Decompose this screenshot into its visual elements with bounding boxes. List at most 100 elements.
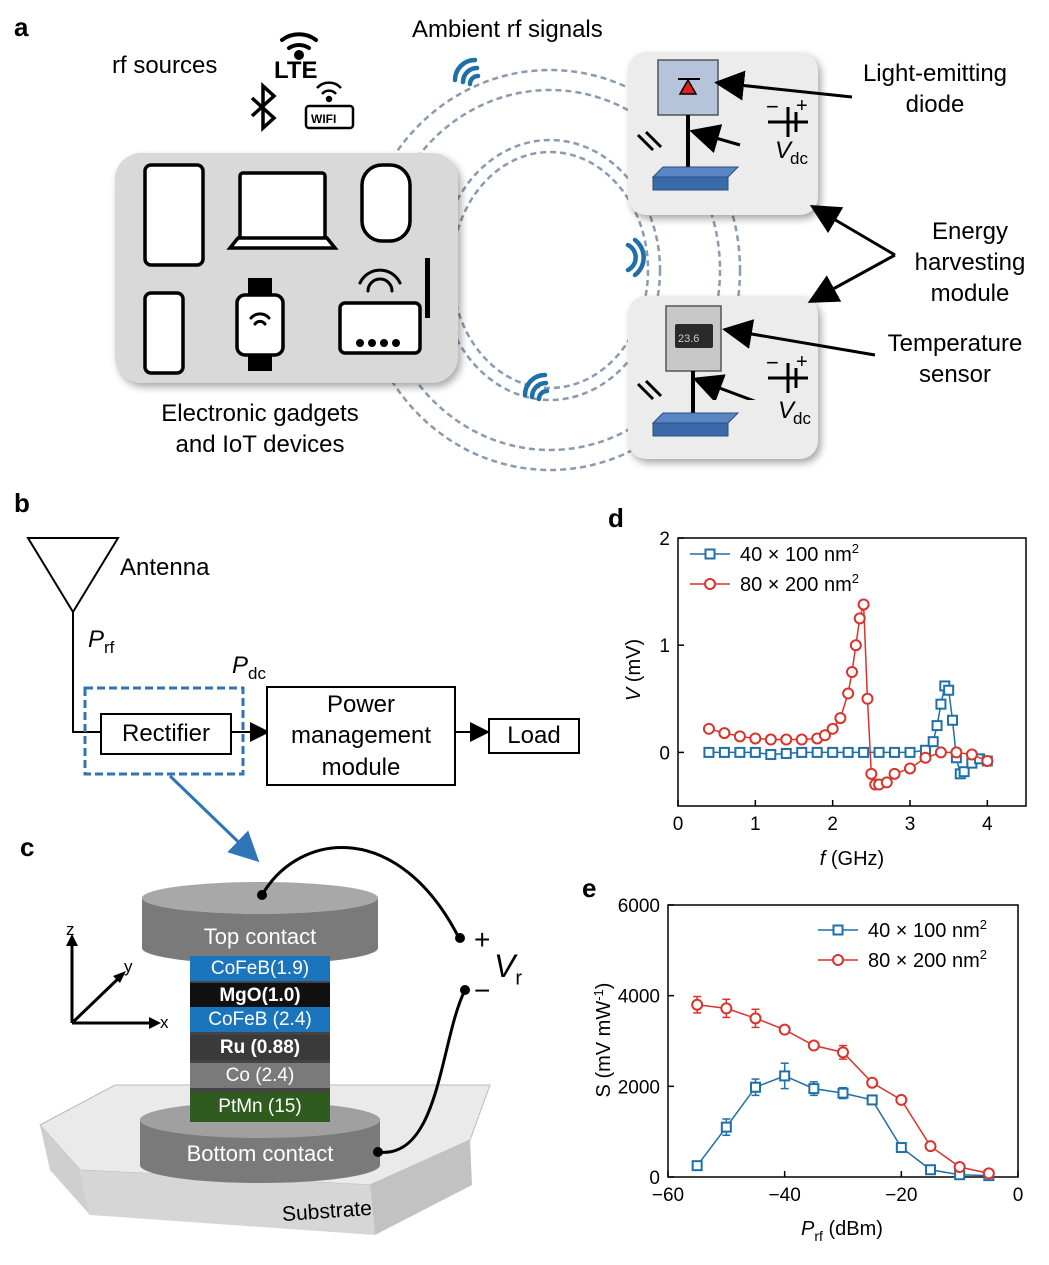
lte-text: LTE (274, 57, 318, 84)
svg-text:V: V (775, 137, 793, 164)
data-point (958, 766, 970, 778)
svg-text:V: V (778, 397, 796, 424)
svg-text:z: z (66, 920, 75, 939)
data-point (795, 733, 808, 746)
pdc-label: Pdc (232, 652, 266, 683)
data-point (895, 1093, 908, 1106)
data-point (842, 687, 855, 700)
data-point (865, 767, 878, 780)
legend-label: 40 × 100 nm2 (868, 917, 987, 942)
data-point (749, 746, 761, 758)
data-point (849, 639, 862, 652)
antenna-label: Antenna (120, 554, 210, 581)
wifi-text: WIFI (311, 112, 336, 126)
data-point (858, 746, 870, 758)
layer-0: CoFeB(1.9) (190, 956, 330, 981)
data-point (880, 776, 893, 789)
data-point (947, 714, 959, 726)
data-point (834, 712, 847, 725)
top-contact-label: Top contact (203, 924, 317, 949)
panel-label-d: d (608, 503, 624, 533)
data-point (796, 746, 808, 758)
panel-label-c: c (20, 832, 35, 862)
rf-sources-label: rf sources (112, 52, 218, 79)
data-point (780, 733, 793, 746)
y-tick-label: 0 (649, 1168, 660, 1189)
data-point (733, 730, 746, 743)
legend-label: 80 × 200 nm2 (868, 947, 987, 972)
data-point (950, 746, 963, 759)
tablet-icon (143, 163, 205, 267)
data-point (779, 1070, 791, 1082)
data-point (935, 698, 947, 710)
data-point (889, 746, 901, 758)
gadget-icons (143, 163, 430, 375)
data-point (718, 727, 731, 740)
data-point (943, 684, 955, 696)
data-point (919, 751, 932, 764)
data-point (837, 1046, 849, 1059)
data-point (808, 1083, 820, 1095)
data-point (749, 732, 762, 745)
data-point (924, 1140, 937, 1153)
temp-module-diagram: 23.6 −+ V dc (636, 305, 811, 437)
data-point (866, 1094, 878, 1106)
data-point (857, 598, 870, 611)
data-point (925, 1164, 936, 1176)
svg-text:x: x (160, 1013, 169, 1032)
bluetooth-icon (250, 82, 277, 132)
x-tick-label: 0 (673, 814, 684, 835)
laptop-icon (238, 171, 327, 245)
panel-label-a: a (14, 12, 29, 42)
svg-text:−: − (766, 350, 779, 375)
data-point (895, 1142, 907, 1154)
led-module-diagram: −+ V dc (636, 59, 808, 191)
data-point (749, 1012, 762, 1025)
bottom-contact-label: Bottom contact (186, 1141, 334, 1166)
xyz-axes-icon (70, 940, 155, 1025)
layer-3: Ru (0.88) (190, 1035, 330, 1060)
y-tick-label: 0 (659, 743, 670, 764)
data-point (750, 1081, 761, 1093)
x-axis-label: f (GHz) (820, 848, 884, 870)
legend-marker (832, 954, 844, 966)
data-point (720, 1121, 732, 1133)
layer-2: CoFeB (2.4) (190, 1007, 330, 1032)
legend-label: 80 × 200 nm2 (740, 571, 859, 596)
rectifier-dashed-frame (83, 686, 245, 776)
x-axis-label: Prf (dBm) (801, 1218, 883, 1244)
rectifier-box: Rectifier (100, 713, 232, 755)
x-tick-label: 4 (982, 814, 993, 835)
data-point (934, 746, 947, 759)
x-tick-label: −40 (769, 1185, 801, 1206)
router-icon (338, 301, 422, 355)
data-point (837, 1087, 849, 1099)
ambient-rf-label: Ambient rf signals (412, 16, 603, 43)
data-point (826, 722, 839, 735)
layer-1: MgO(1.0) (190, 983, 330, 1008)
data-point (965, 748, 978, 761)
smartwatch-icon (235, 293, 285, 357)
svg-text:y: y (124, 957, 133, 976)
legend-marker (704, 548, 716, 560)
plot-frame (667, 904, 1019, 1178)
data-point (691, 998, 704, 1011)
data-point (861, 692, 874, 705)
data-point (873, 746, 885, 758)
y-tick-label: 1 (659, 636, 670, 657)
x-tick-label: 0 (1013, 1185, 1024, 1206)
x-tick-label: −20 (885, 1185, 917, 1206)
antenna-icon (26, 537, 120, 614)
svg-text:dc: dc (793, 409, 811, 428)
data-point (982, 1167, 995, 1180)
data-point (811, 746, 823, 758)
series-line-1 (708, 604, 988, 786)
panel-label-e: e (582, 873, 597, 903)
data-point (842, 746, 854, 758)
data-point (846, 666, 858, 678)
data-point (953, 1161, 966, 1174)
